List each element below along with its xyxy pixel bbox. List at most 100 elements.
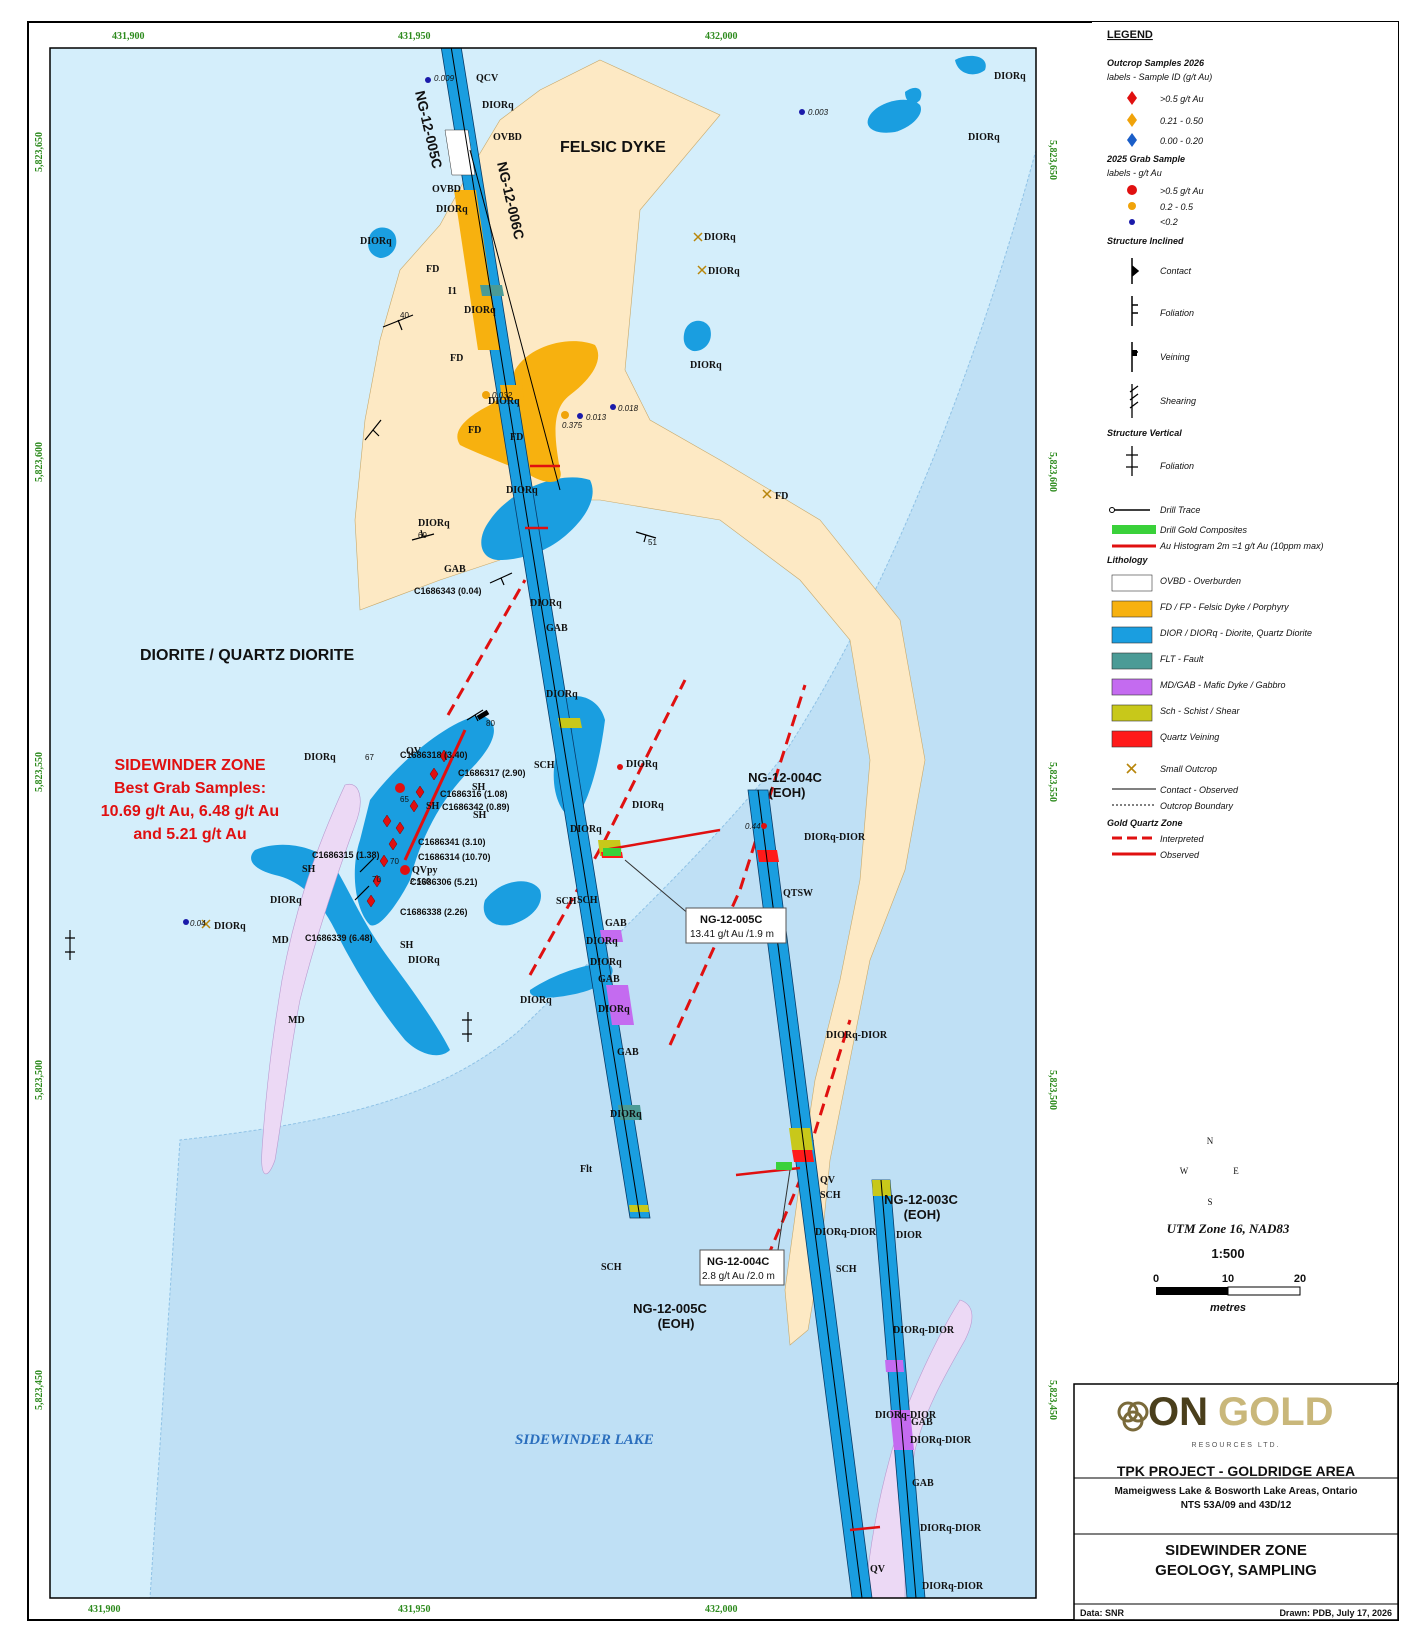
legend-item: >0.5 g/t Au xyxy=(1160,94,1203,104)
small-outcrops xyxy=(201,232,772,929)
diorite-label: DIORITE / QUARTZ DIORITE xyxy=(140,647,355,664)
callout-leader xyxy=(777,1169,791,1251)
callout-title: NG-12-005C xyxy=(700,914,762,926)
grid-coord-left: 5,823,600 xyxy=(34,442,45,482)
litho-code: SH xyxy=(472,782,486,793)
litho-code: DIORq xyxy=(610,1109,642,1120)
legend-item: Drill Trace xyxy=(1160,505,1200,515)
legend-swatch xyxy=(1111,574,1153,592)
legend-litho: FLT - Fault xyxy=(1160,654,1204,664)
outcrop-samples xyxy=(366,749,449,908)
litho-code: SCH xyxy=(601,1262,622,1273)
structure-symbols xyxy=(65,314,657,1042)
value-label: 0.018 xyxy=(618,404,639,413)
scale-zone: UTM Zone 16, NAD83 xyxy=(1167,1221,1290,1236)
data-credit: Data: SNR xyxy=(1080,1608,1125,1618)
value-label: 0.009 xyxy=(434,74,455,83)
overburden-segment xyxy=(444,129,476,176)
project-nts: NTS 53A/09 and 43D/12 xyxy=(1181,1500,1292,1511)
gold-zone-interpreted xyxy=(446,579,527,716)
litho-code: QCV xyxy=(476,73,499,84)
schist-segment xyxy=(789,1128,813,1150)
grid-coord-right: 5,823,550 xyxy=(1047,762,1058,802)
hole-eoh-label: NG-12-003C xyxy=(884,1192,958,1207)
value-label: 2.590 xyxy=(409,877,431,886)
legend-heading: 2025 Grab Sample xyxy=(1106,154,1185,164)
fault-segment xyxy=(480,285,504,296)
litho-code: DIOR xyxy=(896,1230,923,1241)
outcrop xyxy=(483,881,541,926)
value-label: 0.003 xyxy=(808,108,829,117)
litho-code: DIORq xyxy=(520,995,552,1006)
hole-eoh-label: (EOH) xyxy=(769,785,806,800)
sample-label: C1686338 (2.26) xyxy=(400,907,468,917)
legend-item: Contact - Observed xyxy=(1160,785,1239,795)
litho-code: GAB xyxy=(444,564,466,575)
outcrop xyxy=(683,320,711,352)
au-histogram xyxy=(849,1525,881,1532)
legend-swatch xyxy=(1111,678,1153,696)
litho-code: SH xyxy=(400,940,414,951)
schist-segment xyxy=(629,1205,649,1212)
litho-code: QTSW xyxy=(783,888,813,899)
legend-item: 0.21 - 0.50 xyxy=(1160,116,1203,126)
mafic-dyke-pale xyxy=(261,783,361,1175)
litho-code: GAB xyxy=(912,1478,934,1489)
litho-code: SCH xyxy=(556,896,577,907)
callout-leader xyxy=(624,859,691,916)
legend-litho: MD/GAB - Mafic Dyke / Gabbro xyxy=(1160,680,1286,690)
felsic-segment xyxy=(454,190,500,350)
sample-label: C1686315 (1.38) xyxy=(312,850,380,860)
legend-item: 0.00 - 0.20 xyxy=(1160,136,1203,146)
sample-label: C1686339 (6.48) xyxy=(305,933,373,943)
map-area xyxy=(50,48,1036,1598)
drill-trace-line xyxy=(880,1179,917,1598)
value-label: 0.44 xyxy=(745,822,761,831)
litho-code: OVBD xyxy=(493,132,522,143)
scale-ratio: 1:500 xyxy=(1211,1246,1244,1261)
value-label: 0.013 xyxy=(586,413,607,422)
litho-code: GAB xyxy=(598,974,620,985)
value-label: 0.375 xyxy=(562,421,583,430)
litho-code: DIORq xyxy=(590,957,622,968)
grab-sample-mid xyxy=(482,391,490,399)
felsic-dyke-label: FELSIC DYKE xyxy=(560,139,666,156)
litho-code: DIORq-DIOR xyxy=(804,832,866,843)
legend-extra-symbols xyxy=(1112,763,1156,856)
logo-sub: RESOURCES LTD. xyxy=(1192,1442,1281,1449)
compass-s: S xyxy=(1207,1197,1212,1207)
sample-label: C1686341 (3.10) xyxy=(418,837,486,847)
litho-code: I1 xyxy=(448,286,457,297)
veining-symbol xyxy=(476,709,490,721)
legend-litho: DIOR / DIORq - Diorite, Quartz Diorite xyxy=(1160,628,1312,638)
scale-tick: 0 xyxy=(1153,1273,1159,1285)
map-title-2: GEOLOGY, SAMPLING xyxy=(1155,1562,1317,1579)
lake-label: SIDEWINDER LAKE xyxy=(515,1432,654,1448)
litho-code: SCH xyxy=(820,1190,841,1201)
grid-coord-left: 5,823,650 xyxy=(34,132,45,172)
legend-heading: Structure Inclined xyxy=(1107,236,1184,246)
litho-code: QV xyxy=(820,1175,836,1186)
legend-heading: Lithology xyxy=(1107,555,1148,565)
legend-item: 0.2 - 0.5 xyxy=(1160,202,1194,212)
grid-coord-top: 432,000 xyxy=(705,31,738,42)
legend-sub: labels - Sample ID (g/t Au) xyxy=(1107,72,1212,82)
dip-label: 65 xyxy=(400,795,409,804)
grab-sample-low xyxy=(425,77,431,83)
litho-code: OVBD xyxy=(432,184,461,195)
map-border xyxy=(49,47,1037,1599)
dip-label: 70 xyxy=(390,857,399,866)
drawn-credit: Drawn: PDB, July 17, 2026 xyxy=(1279,1608,1392,1618)
litho-code: DIORq xyxy=(530,598,562,609)
litho-code: SCH xyxy=(577,895,598,906)
legend-item: Observed xyxy=(1160,850,1200,860)
au-histogram xyxy=(603,828,721,852)
litho-code: DIORq xyxy=(994,71,1026,82)
litho-code: QV xyxy=(406,746,422,757)
title-block xyxy=(1073,1383,1399,1621)
litho-code: SCH xyxy=(534,760,555,771)
scale-unit: metres xyxy=(1210,1302,1246,1314)
litho-code: DIORq xyxy=(704,232,736,243)
felsic-porphyry-body xyxy=(457,341,599,482)
litho-code: DIORq-DIOR xyxy=(826,1030,888,1041)
